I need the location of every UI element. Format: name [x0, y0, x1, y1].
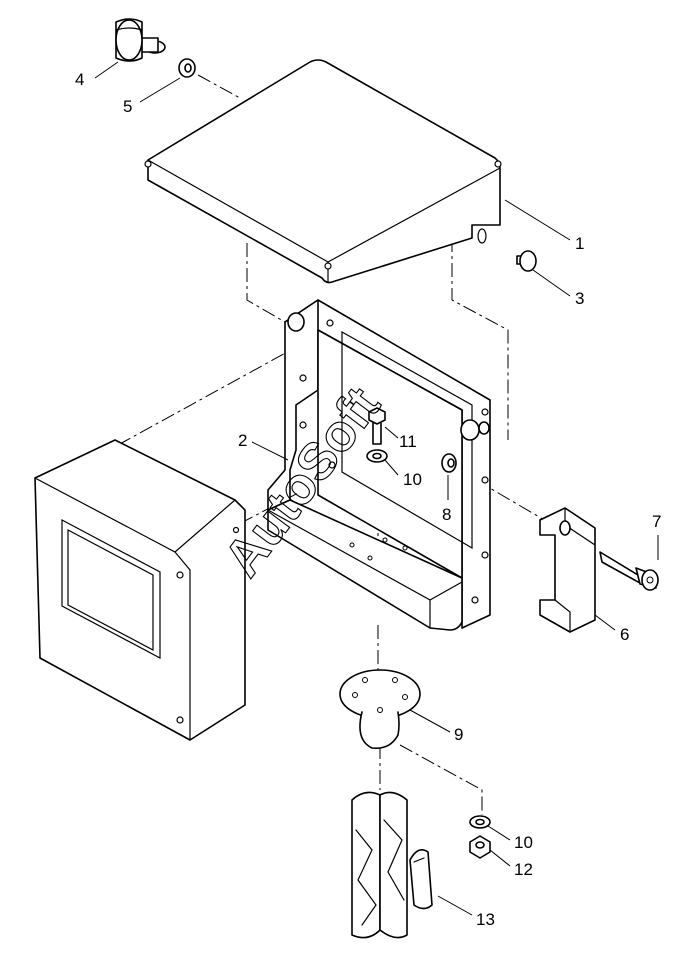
- callout-2: 2: [238, 431, 247, 450]
- callout-11: 11: [399, 432, 417, 451]
- leader-lines: [94, 61, 659, 916]
- part-nut-8: [441, 453, 457, 473]
- part-ball-mount: [339, 669, 421, 750]
- callout-1: 1: [575, 234, 584, 253]
- callout-labels: 4 5 1 3 2 11 10 8 7 6 9 10 12 13: [75, 70, 661, 929]
- part-washer-5: [178, 58, 196, 78]
- part-bolt-11: [368, 407, 386, 445]
- callout-10-upper: 10: [403, 470, 422, 489]
- callout-7: 7: [652, 512, 661, 531]
- part-cover: [144, 59, 502, 284]
- callout-10-lower: 10: [514, 833, 533, 852]
- callout-6: 6: [620, 625, 629, 644]
- part-bracket: [267, 299, 491, 631]
- part-screw-7: [599, 551, 659, 591]
- callout-4: 4: [75, 70, 84, 89]
- part-arm-clamp: [351, 791, 433, 939]
- callout-5: 5: [123, 97, 132, 116]
- part-washer-10-lower: [469, 815, 491, 829]
- callout-12: 12: [514, 860, 533, 879]
- callout-3: 3: [575, 289, 584, 308]
- part-enclosure: [34, 439, 246, 741]
- callout-13: 13: [476, 910, 495, 929]
- callout-8: 8: [442, 505, 451, 524]
- part-handle: [539, 507, 596, 633]
- part-screw-3: [516, 250, 537, 272]
- part-nut-12: [469, 835, 491, 859]
- part-washer-10-upper: [366, 449, 388, 463]
- part-knob: [115, 18, 166, 62]
- callout-9: 9: [454, 725, 463, 744]
